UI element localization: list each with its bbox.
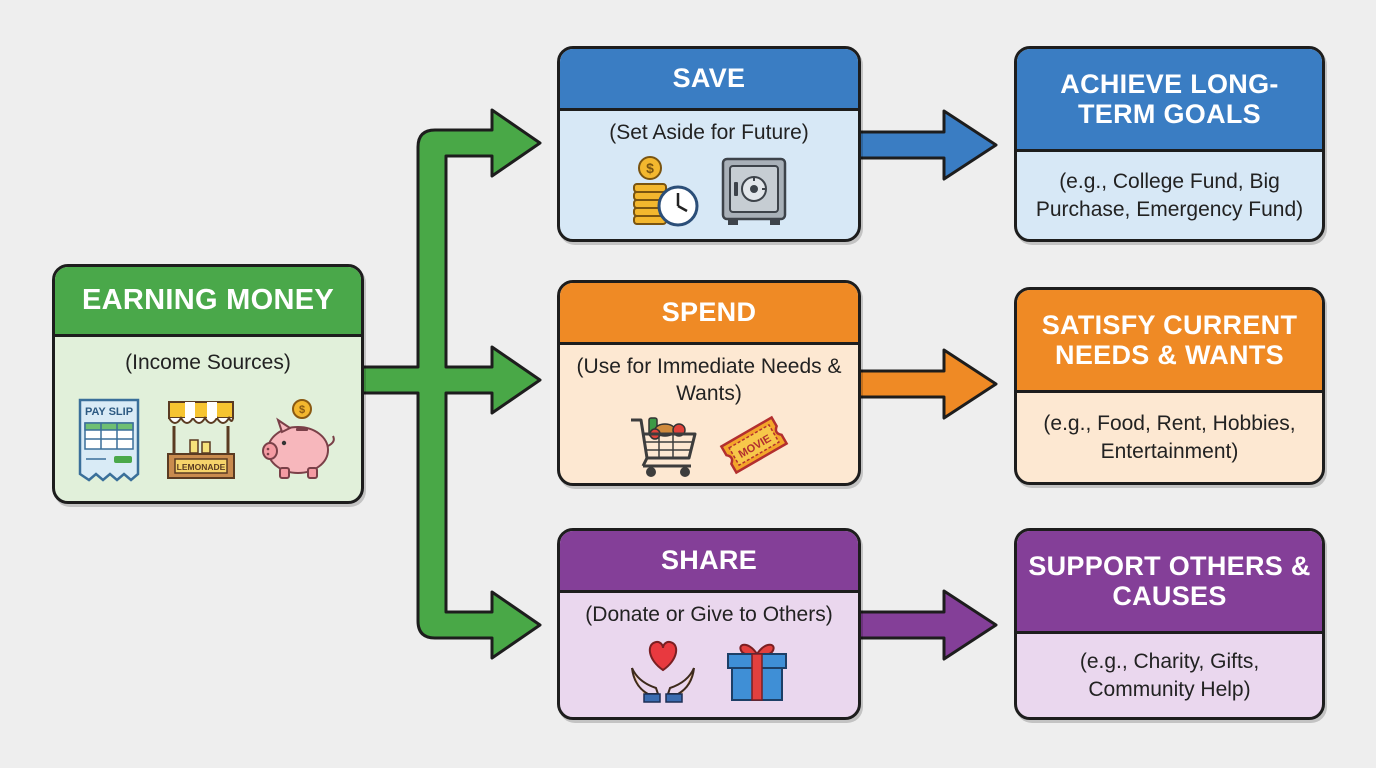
svg-text:$: $ xyxy=(646,160,654,176)
support-others-examples: (e.g., Charity, Gifts, Community Help) xyxy=(1079,650,1260,701)
share-node: SHARE (Donate or Give to Others) xyxy=(557,528,861,720)
earning-money-title: EARNING MONEY xyxy=(55,267,361,337)
current-needs-title: SATISFY CURRENT NEEDS & WANTS xyxy=(1017,290,1322,393)
earn-to-branches-arrow xyxy=(360,108,542,660)
save-subtitle: (Set Aside for Future) xyxy=(609,121,809,144)
current-needs-node: SATISFY CURRENT NEEDS & WANTS (e.g., Foo… xyxy=(1014,287,1325,485)
save-node: SAVE (Set Aside for Future) $ xyxy=(557,46,861,242)
earning-money-subtitle: (Income Sources) xyxy=(125,351,291,374)
piggy-bank-icon: $ xyxy=(260,398,340,482)
long-term-goals-examples: (e.g., College Fund, Big Purchase, Emerg… xyxy=(1035,170,1304,221)
share-to-support-arrow xyxy=(856,589,998,661)
spend-node: SPEND (Use for Immediate Needs & Wants) xyxy=(557,280,861,486)
movie-ticket-icon: MOVIE xyxy=(719,412,789,478)
spend-subtitle: (Use for Immediate Needs & Wants) xyxy=(576,355,842,406)
spend-to-needs-arrow xyxy=(856,348,998,420)
current-needs-examples: (e.g., Food, Rent, Hobbies, Entertainmen… xyxy=(1043,412,1296,463)
save-to-goal-arrow xyxy=(856,109,998,181)
long-term-goals-node: ACHIEVE LONG-TERM GOALS (e.g., College F… xyxy=(1014,46,1325,242)
pay-slip-icon: PAY SLIP xyxy=(76,398,142,482)
share-subtitle: (Donate or Give to Others) xyxy=(585,603,833,626)
lemonade-label: LEMONADE xyxy=(177,462,226,472)
lemonade-stand-icon: LEMONADE xyxy=(164,398,238,482)
pay-slip-label: PAY SLIP xyxy=(85,406,133,418)
gift-icon xyxy=(724,638,790,704)
share-title: SHARE xyxy=(560,531,858,593)
heart-hands-icon xyxy=(628,638,698,704)
spend-title: SPEND xyxy=(560,283,858,345)
support-others-node: SUPPORT OTHERS & CAUSES (e.g., Charity, … xyxy=(1014,528,1325,720)
earning-money-node: EARNING MONEY (Income Sources) PAY SLIP xyxy=(52,264,364,504)
shopping-cart-icon xyxy=(629,412,701,478)
support-others-title: SUPPORT OTHERS & CAUSES xyxy=(1017,531,1322,634)
safe-icon xyxy=(720,156,788,228)
save-title: SAVE xyxy=(560,49,858,111)
long-term-goals-title: ACHIEVE LONG-TERM GOALS xyxy=(1017,49,1322,152)
coins-clock-icon: $ xyxy=(630,156,700,228)
svg-text:$: $ xyxy=(299,404,305,416)
